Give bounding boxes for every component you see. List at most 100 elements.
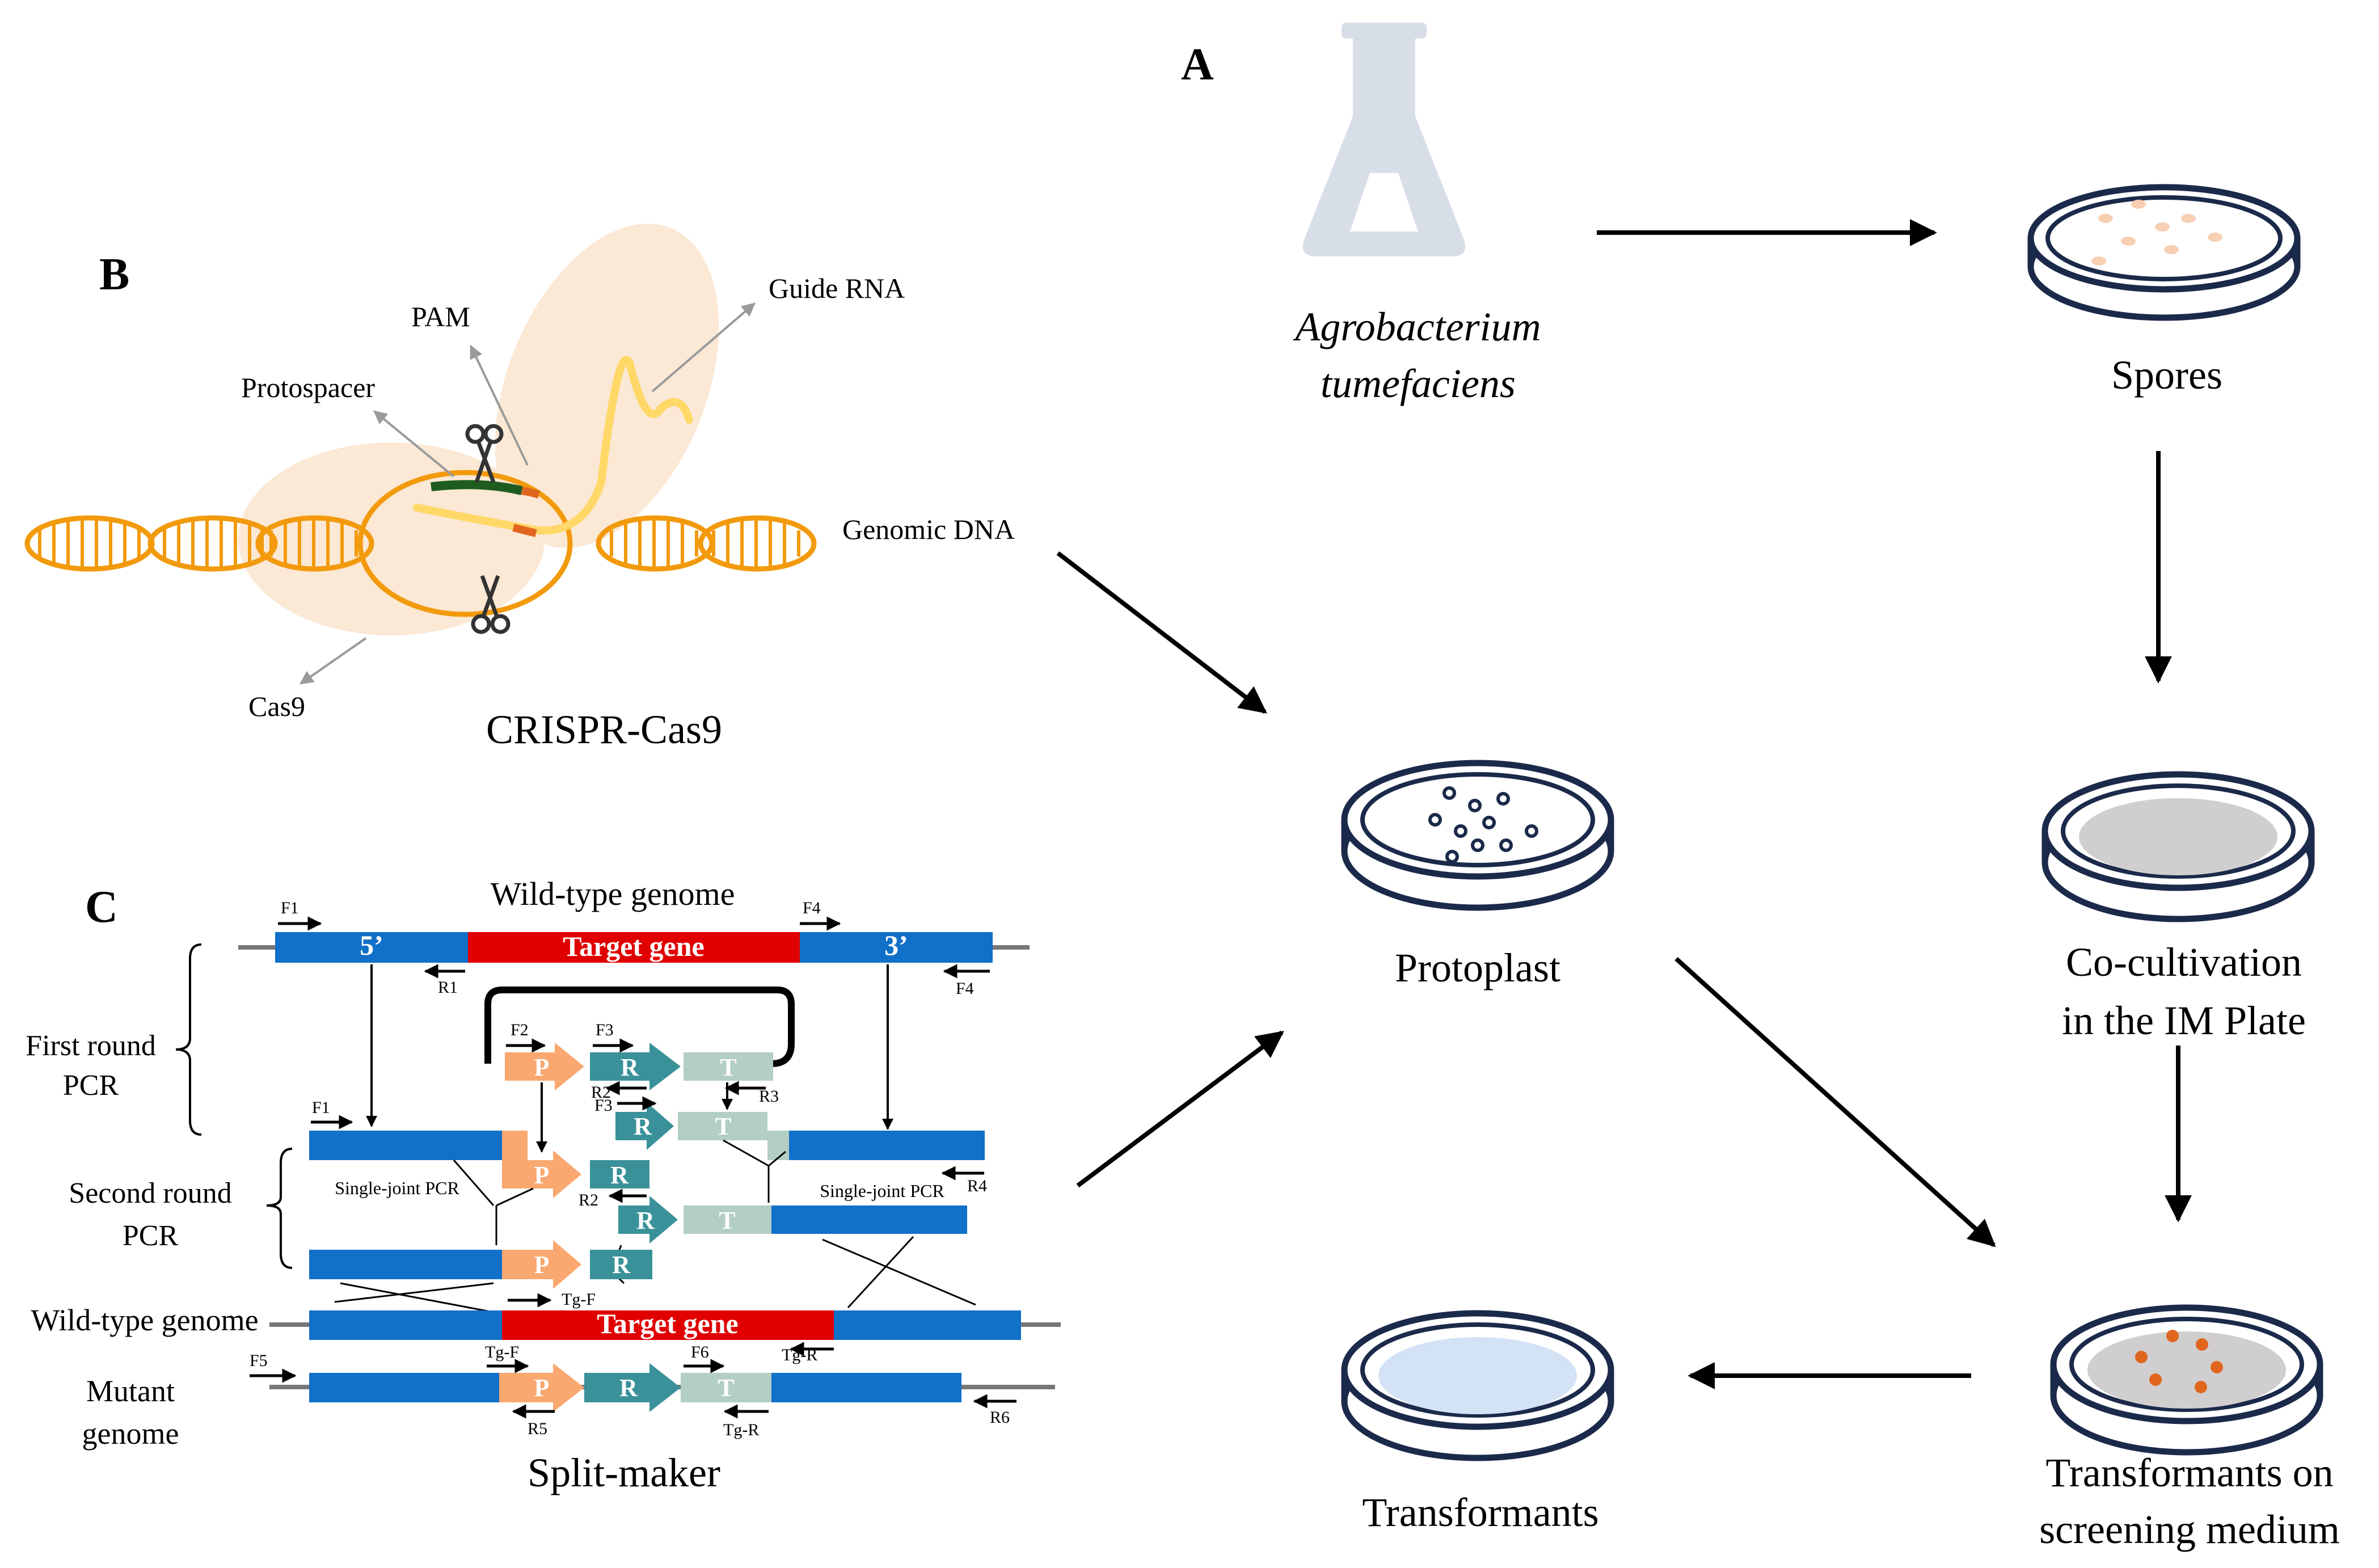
- mutant-label-line1: Mutant: [86, 1374, 175, 1408]
- second-round-brace: [266, 1148, 293, 1269]
- target-gene-label-top: Target gene: [563, 930, 705, 962]
- terminator-t-label-2: T: [715, 1112, 731, 1140]
- primer-r6-label: R6: [990, 1408, 1010, 1427]
- petri-dish-screening-icon: [2050, 1304, 2323, 1456]
- arrow-protoplast-to-screening: [1674, 957, 1996, 1247]
- second-round-label-line1: Second round: [69, 1177, 231, 1209]
- plasmid-loop: [484, 987, 795, 1067]
- primer-r2-label: R2: [591, 1083, 611, 1102]
- flask-icon: [1302, 23, 1466, 256]
- terminator-t-label-4: T: [718, 1374, 734, 1402]
- pam-segment-bottom: [512, 524, 537, 537]
- primer-f4-lower-label: F4: [956, 979, 974, 998]
- primer-tgf-lower-label: Tg-F: [485, 1343, 519, 1362]
- resistance-r-label-1: R: [621, 1053, 639, 1081]
- crispr-title: CRISPR-Cas9: [486, 707, 722, 752]
- panel-label-c: C: [85, 882, 118, 932]
- primer-r3-label: R3: [759, 1087, 779, 1106]
- promoter-p-label-4: P: [534, 1374, 550, 1402]
- first-round-brace: [175, 943, 202, 1136]
- primer-tgr-label: Tg-R: [782, 1346, 817, 1364]
- genomic-dna-label: Genomic DNA: [842, 513, 1015, 545]
- mutant-label-line2: genome: [82, 1417, 179, 1451]
- three-prime-label: 3’: [884, 929, 908, 961]
- primer-f5-label: F5: [250, 1351, 268, 1370]
- first-round-label-line1: First round: [26, 1030, 156, 1062]
- single-joint-pcr-right-label: Single-joint PCR: [820, 1181, 944, 1201]
- wild-type-genome-row-top: [238, 932, 1030, 963]
- plasmid-cassette: [505, 1043, 773, 1090]
- mutant-genome-row: [269, 1363, 1055, 1412]
- scissors-bottom-icon: [471, 575, 511, 634]
- primer-f6-label: F6: [691, 1343, 709, 1362]
- primer-f3-label: F3: [596, 1021, 614, 1039]
- primer-f2-label: F2: [511, 1021, 529, 1039]
- terminator-t-label-1: T: [720, 1053, 736, 1081]
- pam-label: PAM: [411, 301, 470, 332]
- wild-type-genome-lower-label: Wild-type genome: [31, 1303, 258, 1337]
- panel-label-b: B: [99, 250, 129, 300]
- promoter-p-label-2: P: [534, 1161, 550, 1189]
- resistance-r-label-3: R: [610, 1161, 629, 1189]
- agrobacterium-label: Agrobacterium: [1293, 304, 1541, 349]
- wild-type-genome-top-label: Wild-type genome: [491, 875, 735, 912]
- second-round-label-line2: PCR: [123, 1220, 179, 1252]
- cocultivation-label-line2: in the IM Plate: [2062, 998, 2306, 1043]
- petri-dish-protoplast-icon: [1341, 760, 1614, 911]
- screening-label-line1: Transformants on: [2045, 1450, 2333, 1495]
- primer-r1-label: R1: [438, 978, 458, 997]
- cocultivation-label-line1: Co-cultivation: [2066, 939, 2302, 985]
- petri-dish-transformants-icon: [1341, 1310, 1614, 1461]
- screening-label-line2: screening medium: [2039, 1507, 2340, 1552]
- arrow-protospacer-pointer: [373, 410, 455, 478]
- arrow-splitmaker-to-protoplast: [1076, 1030, 1284, 1188]
- primer-r5-label: R5: [528, 1419, 547, 1438]
- first-round-products: [309, 1102, 985, 1160]
- arrow-pam-pointer: [470, 344, 529, 466]
- spores-label: Spores: [2111, 352, 2222, 398]
- panel-label-a: A: [1181, 40, 1214, 90]
- arrow-cas9-pointer: [300, 637, 367, 685]
- first-round-label-line2: PCR: [63, 1069, 119, 1102]
- resistance-r-label-5: R: [612, 1251, 631, 1279]
- primer-f3-lower-label: F3: [594, 1096, 613, 1115]
- arrow-guide-rna-pointer: [651, 302, 756, 393]
- cas9-label: Cas9: [248, 690, 305, 722]
- primer-r4-label: R4: [967, 1177, 987, 1195]
- crossover-lines: [334, 1236, 976, 1314]
- protoplast-label: Protoplast: [1395, 945, 1560, 990]
- primer-tgr-lower-label: Tg-R: [723, 1421, 759, 1439]
- five-prime-label: 5’: [360, 929, 383, 961]
- promoter-p-label-3: P: [534, 1251, 550, 1279]
- split-marker-row: [309, 1240, 652, 1289]
- resistance-r-label-2: R: [634, 1112, 652, 1140]
- protospacer-segment: [431, 480, 523, 495]
- dna-rungs: [38, 518, 800, 569]
- primer-f1-lower-label: F1: [312, 1098, 330, 1117]
- second-round-products: [502, 1150, 967, 1244]
- cas9-protein-shape: [238, 224, 719, 635]
- pam-segment-top: [521, 487, 541, 499]
- primer-tgf-label: Tg-F: [562, 1290, 596, 1309]
- scissors-top-icon: [465, 424, 504, 483]
- protospacer-label: Protospacer: [241, 372, 375, 403]
- resistance-r-label-4: R: [636, 1207, 655, 1234]
- terminator-t-label-3: T: [719, 1207, 735, 1234]
- target-gene-label-lower: Target gene: [597, 1308, 739, 1339]
- transformants-label: Transformants: [1362, 1490, 1598, 1535]
- guide-rna-label: Guide RNA: [769, 272, 905, 304]
- promoter-p-label-1: P: [534, 1053, 550, 1081]
- single-joint-pcr-left-label: Single-joint PCR: [335, 1178, 459, 1198]
- petri-dish-cocultivation-icon: [2041, 771, 2315, 922]
- wild-type-genome-row-lower: [269, 1310, 1061, 1340]
- tumefaciens-label: tumefaciens: [1321, 361, 1516, 406]
- primer-r2-lower-label: R2: [579, 1191, 598, 1209]
- petri-dish-spores-icon: [2027, 184, 2301, 321]
- primer-f1-label: F1: [281, 899, 299, 917]
- primer-f4-label: F4: [803, 899, 821, 917]
- resistance-r-label-6: R: [619, 1374, 638, 1402]
- split-maker-title: Split-maker: [528, 1450, 720, 1495]
- arrow-crispr-to-protoplast: [1056, 551, 1267, 714]
